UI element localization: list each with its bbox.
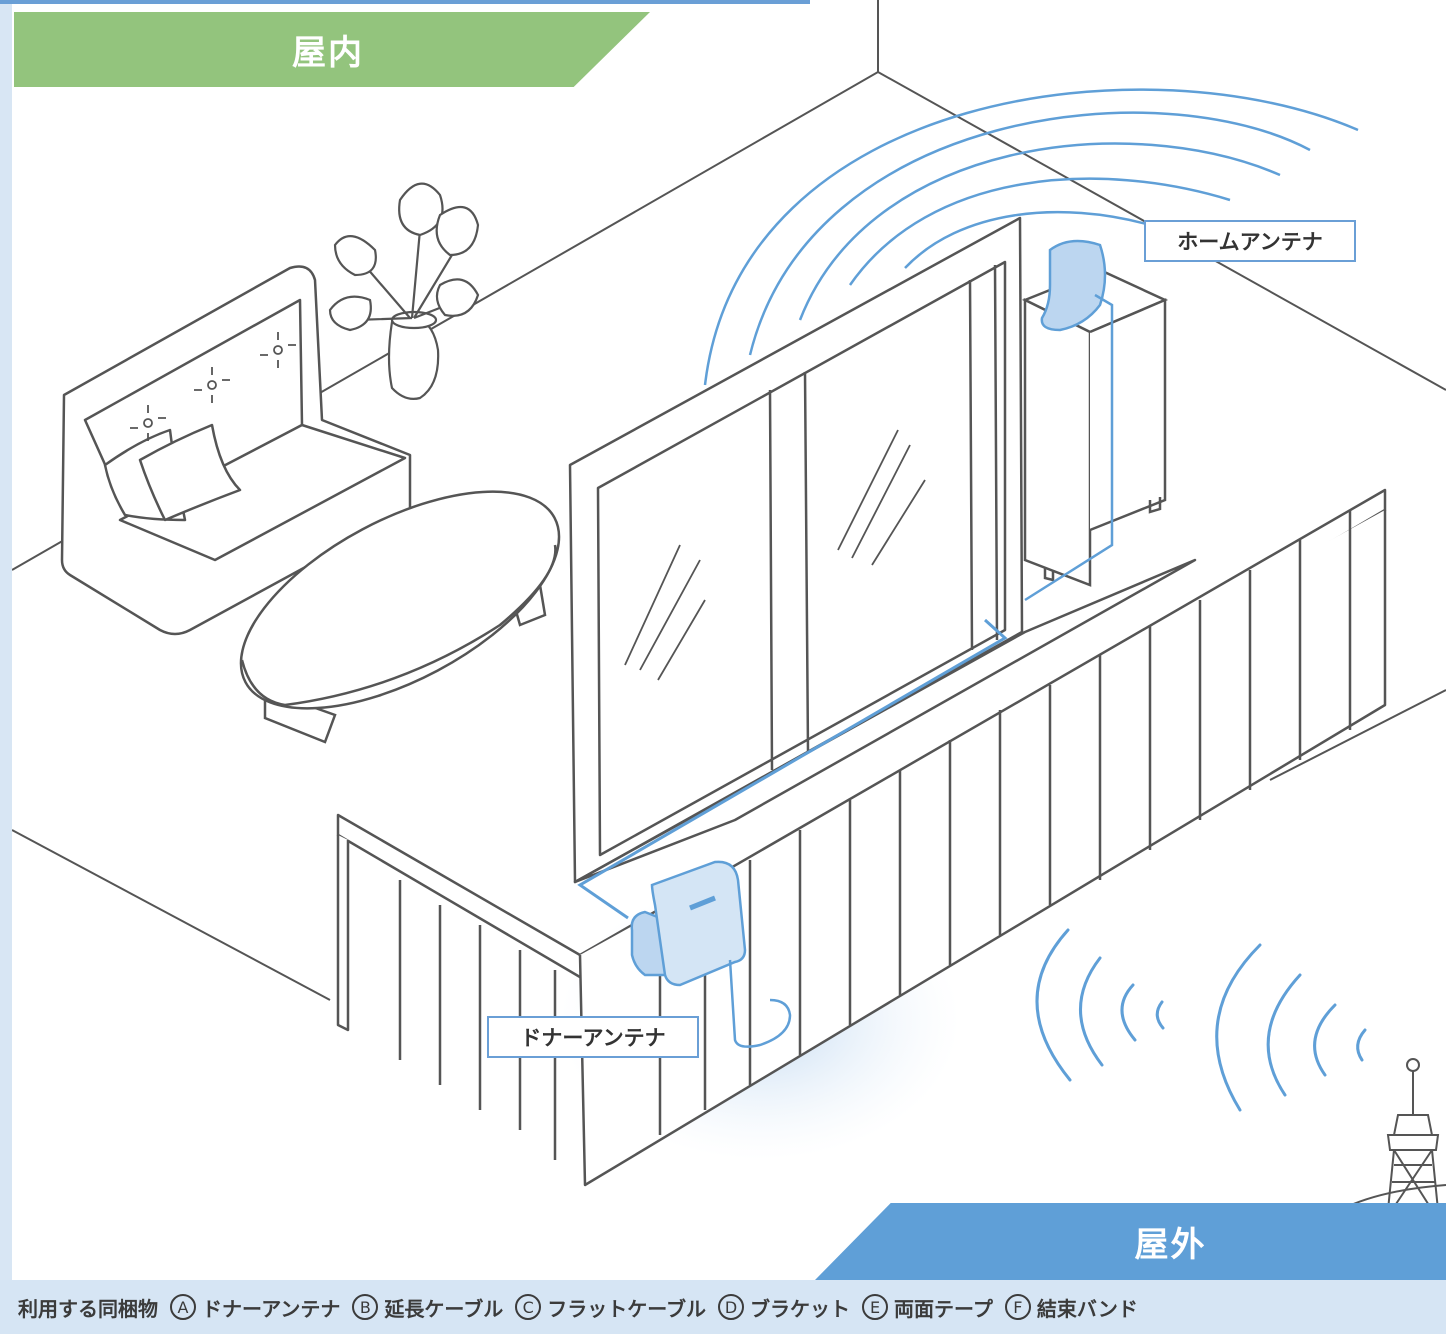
home-antenna-icon: [1024, 239, 1114, 602]
item-name: 延長ケーブル: [384, 1296, 504, 1321]
letter-badge: D: [718, 1294, 745, 1320]
item-name: 結束バンド: [1036, 1296, 1138, 1321]
sofa-icon: [60, 265, 412, 636]
footer-title: 利用する同梱物: [18, 1296, 158, 1321]
item-name: 両面テープ: [894, 1296, 993, 1321]
footer-item: C フラットケーブル: [515, 1293, 706, 1322]
indoor-label: 屋内: [292, 33, 364, 73]
letter-badge: E: [862, 1294, 889, 1320]
letter-badge: A: [170, 1294, 196, 1320]
signal-wave-icon: [703, 88, 1359, 386]
window-icon: [568, 216, 1197, 884]
signal-wave-icon: [1035, 928, 1367, 1112]
letter-badge: F: [1004, 1294, 1031, 1320]
frame-top: [0, 0, 810, 4]
item-name: ドナーアンテナ: [202, 1296, 341, 1321]
footer-item: E 両面テープ: [862, 1293, 993, 1322]
footer-item: A ドナーアンテナ: [170, 1293, 340, 1322]
indoor-banner: 屋内: [14, 12, 650, 87]
home-antenna-label: ホームアンテナ: [1144, 220, 1356, 262]
footer-item: B 延長ケーブル: [352, 1293, 503, 1322]
outdoor-label: 屋外: [1134, 1225, 1207, 1265]
item-name: フラットケーブル: [547, 1296, 707, 1321]
item-name: ブラケット: [750, 1296, 851, 1321]
flat-cable-icon: [577, 618, 1008, 920]
footer-item: D ブラケット: [718, 1293, 850, 1322]
table-icon: [239, 490, 561, 744]
plant-icon: [328, 182, 480, 400]
frame-left: [0, 0, 12, 1280]
footer-item: F 結束バンド: [1004, 1293, 1138, 1322]
footer-bar: 利用する同梱物 A ドナーアンテナ B 延長ケーブル C フラットケーブル D …: [0, 1280, 1446, 1334]
donor-antenna-icon: [630, 860, 792, 1048]
outdoor-banner: 屋外: [815, 1203, 1446, 1280]
letter-badge: C: [515, 1294, 542, 1320]
donor-antenna-label: ドナーアンテナ: [487, 1016, 699, 1058]
signal-tower-icon: [1339, 1058, 1446, 1211]
railing-icon: [336, 488, 1387, 1187]
letter-badge: B: [352, 1294, 379, 1320]
